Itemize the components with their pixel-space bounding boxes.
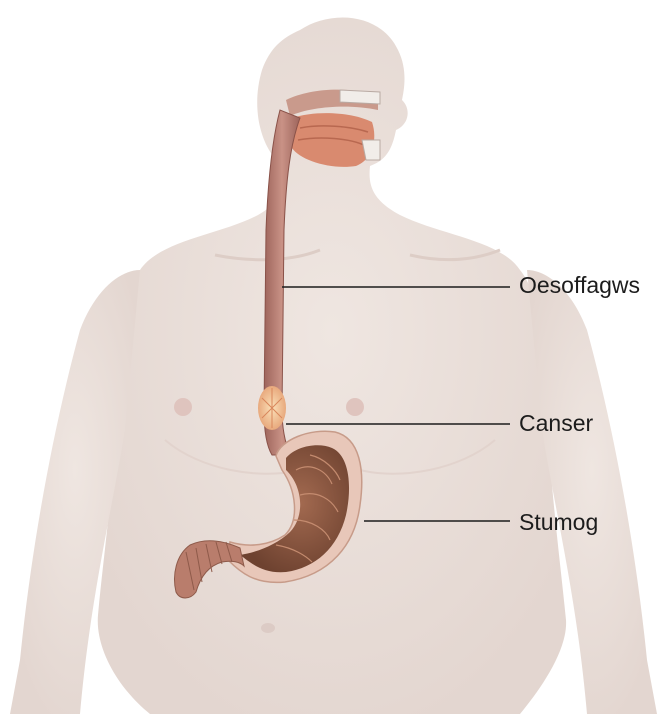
stomach-label: Stumog	[519, 511, 598, 534]
right-nipple	[346, 398, 364, 416]
cancer-label: Canser	[519, 412, 593, 435]
oesophagus-label: Oesoffagws	[519, 274, 640, 297]
tumour	[258, 386, 286, 430]
navel	[261, 623, 275, 633]
mouth-structures	[286, 90, 380, 167]
left-nipple	[174, 398, 192, 416]
